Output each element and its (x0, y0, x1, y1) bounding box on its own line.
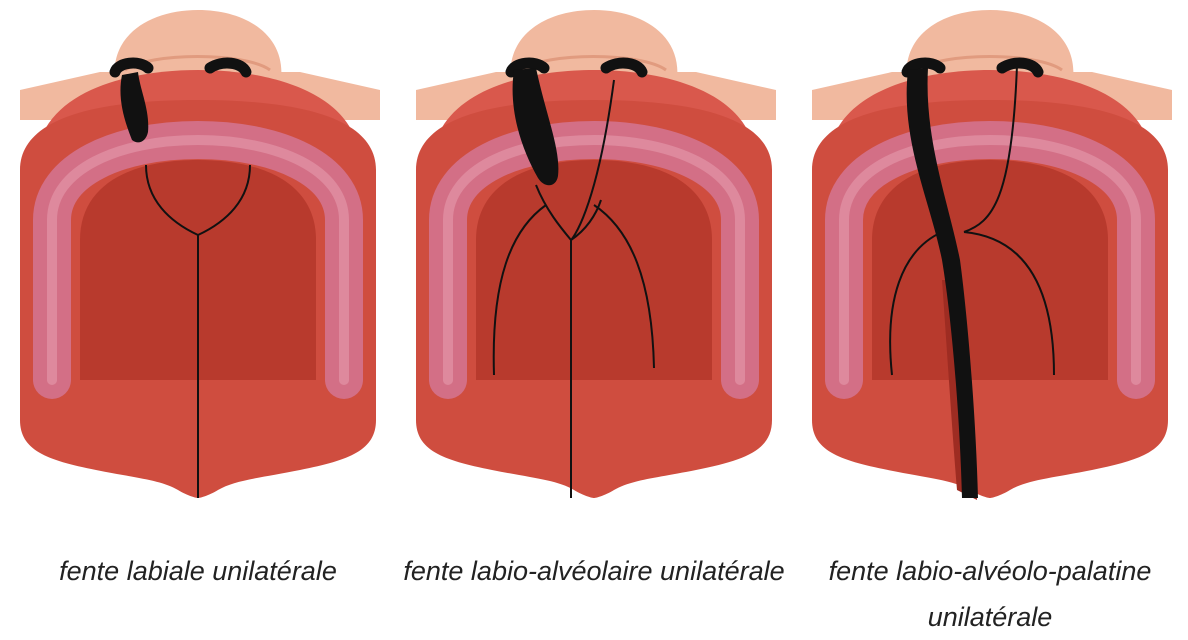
palate-illustration-3 (792, 0, 1188, 540)
caption-3: fente labio-alvéolo-palatine unilatérale (792, 548, 1188, 640)
panel-cleft-lip-alveolus-palate: fente labio-alvéolo-palatine unilatérale (792, 0, 1188, 639)
palate-illustration-2 (396, 0, 792, 540)
palate-illustration-1 (0, 0, 396, 540)
caption-1: fente labiale unilatérale (0, 548, 396, 594)
caption-2: fente labio-alvéolaire unilatérale (396, 548, 792, 594)
panel-cleft-lip: fente labiale unilatérale (0, 0, 396, 639)
panel-cleft-lip-alveolus: fente labio-alvéolaire unilatérale (396, 0, 792, 639)
